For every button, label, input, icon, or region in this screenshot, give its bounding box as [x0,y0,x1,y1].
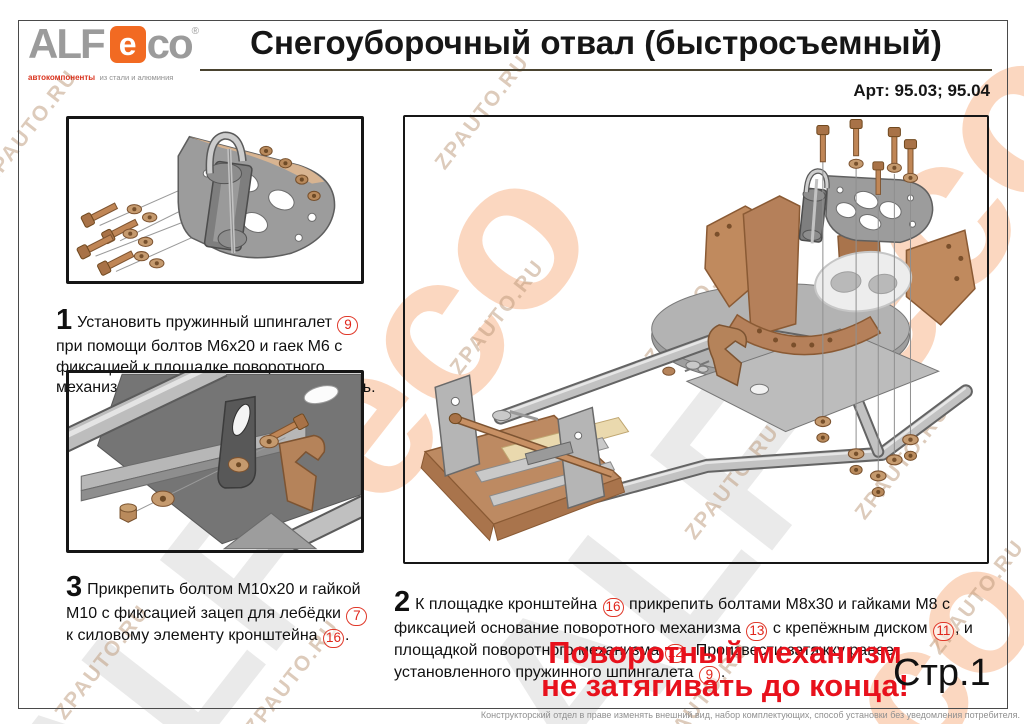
page-number: Стр.1 [893,652,991,694]
step3-number: 3 [66,571,83,603]
logo-e-badge: e [109,25,146,63]
part-ref-badge: 11 [932,622,954,642]
part-ref-badge: 16 [602,598,624,617]
page-title: Снегоуборочный отвал (быстросъемный) [250,24,942,61]
part-ref-badge: 7 [346,607,368,627]
step3-text: Прикрепить болтом М10х20 и гайкой М10 с … [66,581,368,649]
part-ref-badge: 13 [746,622,768,642]
logo-co-text: co [146,20,194,67]
hook-mount-drawing-box [66,370,364,553]
latch-exploded-drawing-box [66,116,364,284]
part-ref-badge: 16 [323,629,345,649]
step1-number: 1 [56,304,73,336]
latch-exploded-drawing [75,131,336,277]
warning-line1: Поворотный механизм [548,635,902,670]
main-exploded-drawing [420,118,976,542]
warning-line2: не затягивать до конца! [541,667,909,703]
warning-text: Поворотный механизм не затягивать до кон… [470,635,980,703]
part-ref-badge: 9 [698,666,720,686]
logo-tagline-gray: из стали и алюминия [99,73,174,82]
main-exploded-drawing-box [403,115,989,564]
part-ref-badge: 9 [337,316,359,335]
footer-disclaimer: Конструкторский отдел в праве изменять в… [480,710,1020,720]
logo-tagline: автокомпоненты из стали и алюминия [28,68,199,84]
step2-text: К площадке кронштейна 16 прикрепить болт… [394,596,973,686]
logo-tagline-red: автокомпоненты [28,73,96,82]
hook-mount-drawing [69,373,361,550]
registered-mark: ® [191,26,200,37]
article-number: Арт: 95.03; 95.04 [853,81,990,100]
logo-alf-text: ALF [28,20,106,67]
title-underline [200,69,992,71]
step2-number: 2 [394,586,411,618]
